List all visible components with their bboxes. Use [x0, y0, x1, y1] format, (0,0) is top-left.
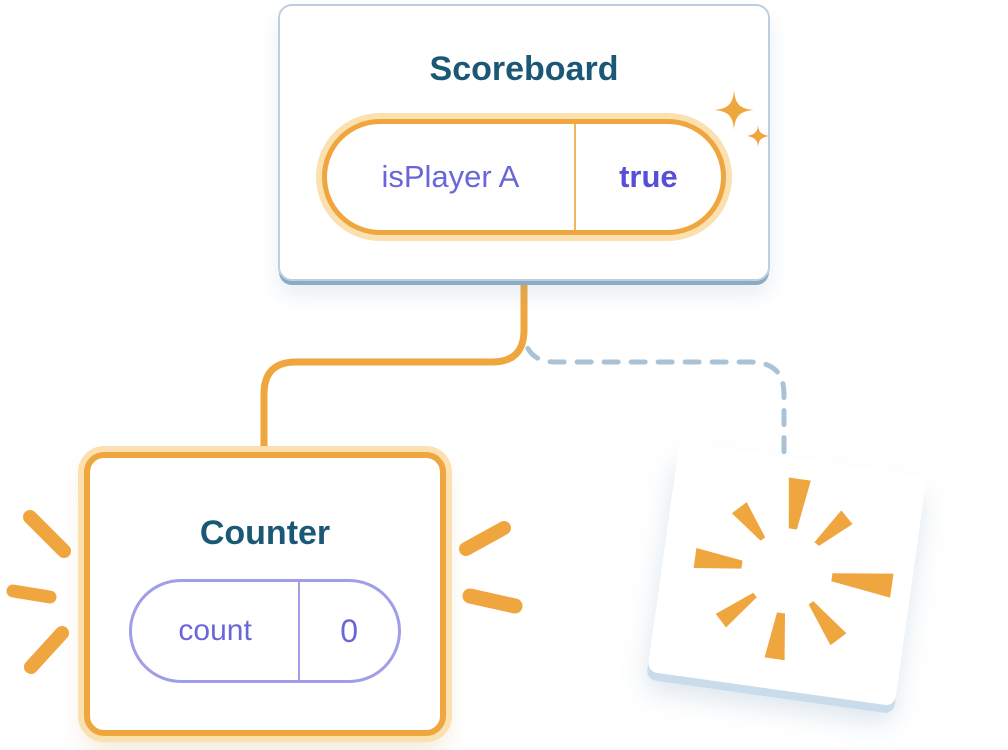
poof-ray [715, 592, 757, 628]
emphasis-mark [6, 584, 57, 604]
poof-ray [788, 477, 811, 530]
counter-component-card: Counter count 0 [84, 452, 446, 736]
poof-ray [731, 502, 766, 541]
poof-ray [831, 573, 894, 598]
emphasis-mark [459, 521, 511, 556]
emphasis-mark [462, 588, 523, 614]
sparkle-icon [714, 90, 769, 147]
scoreboard-state-pill: isPlayer A true [322, 119, 726, 235]
scoreboard-component-card: Scoreboard isPlayer A true [278, 4, 770, 281]
pill-divider [573, 124, 576, 230]
poof-ray [808, 601, 847, 646]
poof-ray [764, 612, 786, 661]
dashed-connector [521, 319, 787, 461]
poof-ray [693, 548, 743, 569]
state-value-label: 0 [340, 612, 358, 649]
sparkle-large [714, 90, 754, 130]
destroyed-component-card [647, 441, 927, 707]
state-key-label: isPlayer A [381, 159, 520, 194]
emphasis-mark [24, 626, 69, 674]
state-key-label: count [178, 614, 252, 647]
counter-state-pill: count 0 [129, 579, 401, 683]
solid-connector [260, 278, 528, 456]
state-value-label: true [619, 159, 678, 194]
pill-divider [298, 582, 301, 680]
poof-burst-icon [693, 477, 894, 661]
scoreboard-title: Scoreboard [429, 50, 619, 88]
poof-ray [814, 510, 853, 546]
emphasis-mark [23, 510, 71, 558]
counter-title: Counter [199, 514, 331, 552]
sparkle-small [747, 125, 769, 147]
